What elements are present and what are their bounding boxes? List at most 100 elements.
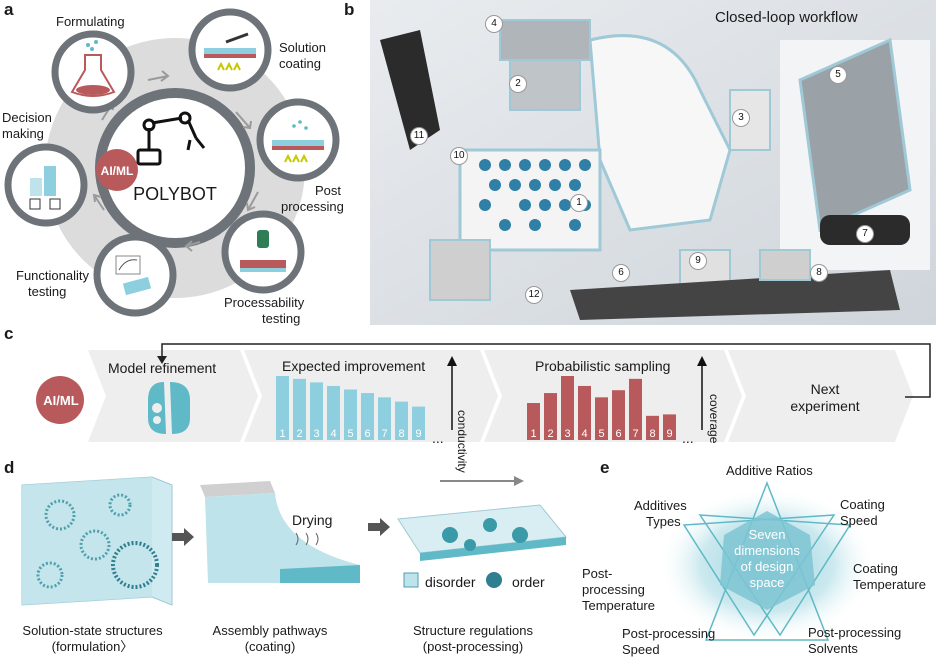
dim-pp-temp-2: processing (582, 582, 645, 597)
disorder-swatch (403, 572, 419, 588)
panel-d-label: d (4, 458, 15, 477)
robot-lab-photo (370, 0, 936, 325)
dim-additive-ratios: Additive Ratios (726, 463, 813, 478)
step-circle-solution-coating (188, 8, 272, 92)
bars2-label-8: 8 (649, 428, 655, 440)
bars1-bar-8 (395, 401, 408, 440)
dim-coating-speed-1: Coating (840, 497, 885, 512)
panel-a-label: a (4, 0, 14, 19)
bars2-bar-9 (663, 414, 676, 440)
bars2-bar-8 (646, 415, 659, 440)
axis-coverage: coverage (707, 394, 721, 444)
stage-probabilistic-sampling: Probabilistic sampling (535, 358, 671, 374)
caption-solution-state: Solution-state structures (22, 623, 163, 638)
bars1-label-3: 3 (313, 428, 319, 440)
panel-c-label: c (4, 324, 14, 343)
bars1-label-1: 1 (279, 428, 285, 440)
caption-coating: (coating) (244, 639, 296, 654)
dim-pp-temp-3: Temperature (582, 598, 655, 613)
photo-marker-1: 1 (571, 195, 587, 211)
panel-b-label: b (344, 0, 355, 19)
bars2-bar-1 (527, 403, 540, 440)
bars2-label-6: 6 (615, 428, 621, 440)
step-label-coating: coating (279, 56, 321, 71)
bars1-label-6: 6 (364, 428, 370, 440)
step-label-post: Post (315, 183, 342, 198)
step-circle-functionality (93, 233, 177, 317)
bars1-label-7: 7 (381, 428, 387, 440)
cycle-arrows (92, 70, 259, 252)
pipette-tip-rack (798, 37, 912, 233)
bars1-label-4: 4 (330, 428, 336, 440)
step-circle-processability (221, 210, 305, 294)
bars2-bar-4 (578, 385, 591, 440)
drying-label: Drying (292, 512, 333, 528)
ai-ml-badge-c (36, 376, 84, 424)
center-seven: Seven (748, 527, 786, 542)
step-label-processability-testing: testing (262, 311, 301, 326)
stage-model-refinement: Model refinement (108, 360, 217, 376)
order-swatch (486, 572, 502, 588)
step-circle-decision (4, 143, 88, 227)
photo-marker-2: 2 (510, 76, 526, 92)
bars1-bar-6 (361, 393, 374, 440)
center-space: space (749, 575, 785, 590)
step-label-processability: Processability (224, 295, 305, 310)
bars1-label-5: 5 (347, 428, 353, 440)
chevron-stage-4 (728, 350, 913, 442)
bars2-bar-2 (544, 393, 557, 440)
feedback-arrow (161, 343, 931, 398)
closed-loop-title: Closed-loop workflow (715, 9, 858, 26)
photo-marker-12: 12 (526, 287, 542, 303)
dim-pp-speed-2: Speed (622, 642, 660, 657)
bars1-label-8: 8 (398, 428, 404, 440)
dim-pp-temp-1: Post- (582, 566, 613, 581)
step-label-solution: Solution (279, 40, 326, 55)
bars1-bar-3 (310, 382, 323, 440)
legend-order: order (512, 574, 545, 590)
center-dimensions: dimensions (734, 543, 800, 558)
stage-next: Next (810, 381, 840, 397)
bars1-bar-9 (412, 406, 425, 440)
bars2-label-7: 7 (632, 428, 638, 440)
stage-expected-improvement: Expected improvement (282, 358, 426, 374)
caption-post-processing: (post-processing) (422, 639, 524, 654)
photo-marker-3: 3 (733, 110, 749, 126)
caption-formulation: (formulation〉 (51, 639, 134, 654)
structure-diagram (21, 476, 567, 606)
dim-additives: Additives (634, 498, 687, 513)
bars2-bar-6 (612, 390, 625, 440)
step-circle-formulating (51, 30, 135, 114)
photo-marker-10: 10 (451, 148, 467, 164)
bars2-label-9: 9 (666, 428, 672, 440)
caption-assembly: Assembly pathways (212, 623, 328, 638)
bars1-label-9: 9 (415, 428, 421, 440)
bars2-bar-5 (595, 397, 608, 440)
dim-types: Types (646, 514, 681, 529)
step-label-making: making (2, 126, 44, 141)
photo-marker-7: 7 (857, 226, 873, 242)
bars2-label-3: 3 (564, 428, 570, 440)
step-circle-post-processing (256, 98, 340, 182)
robot-arm-body (588, 34, 732, 232)
coating-slope (200, 481, 360, 583)
solution-cube (21, 476, 173, 606)
ai-ml-badge-a (96, 149, 138, 191)
dim-coating-temp-2: Temperature (853, 577, 926, 592)
photo-marker-6: 6 (613, 265, 629, 281)
dim-pp-solvents-2: Solvents (808, 641, 858, 656)
bars1-bar-4 (327, 385, 340, 440)
stage-experiment: experiment (790, 398, 860, 414)
legend-disorder: disorder (425, 574, 476, 590)
arrow-right-icon (172, 528, 194, 546)
bars2-label-4: 4 (581, 428, 587, 440)
microscope-icon (257, 230, 269, 248)
step-label-formulating: Formulating (56, 14, 125, 29)
bars2-label-2: 2 (547, 428, 553, 440)
dim-pp-solvents-1: Post-processing (808, 625, 902, 640)
photo-marker-4: 4 (486, 16, 502, 32)
step-label-decision: Decision (2, 110, 52, 125)
polybot-title: POLYBOT (133, 184, 217, 204)
dim-coating-temp-1: Coating (853, 561, 898, 576)
